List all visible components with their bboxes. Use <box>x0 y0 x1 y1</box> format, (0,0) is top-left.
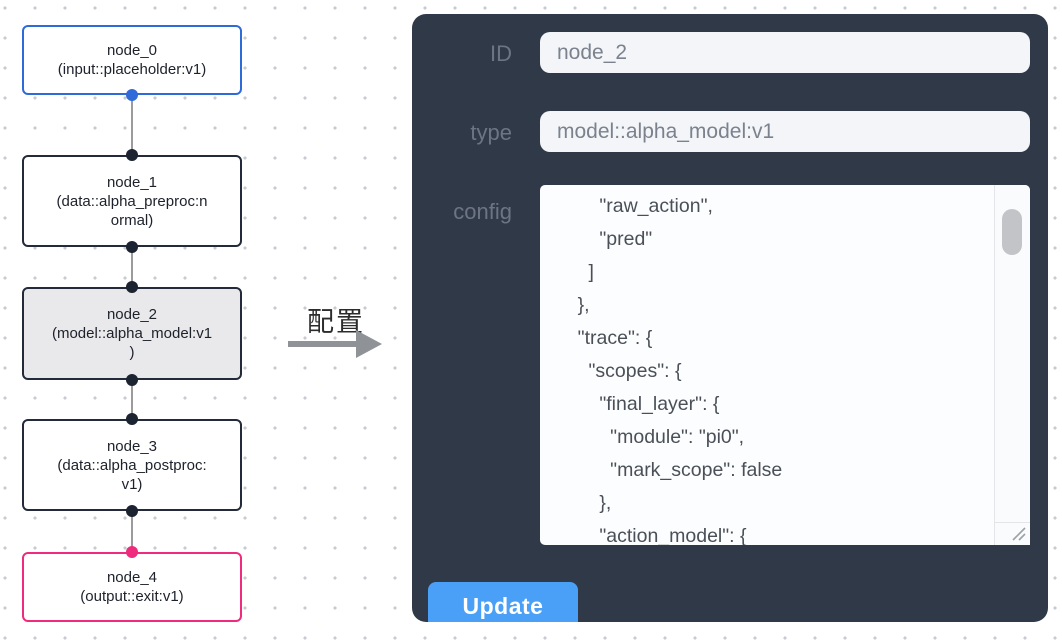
edge-node3-node4 <box>131 511 133 552</box>
id-field-label: ID <box>490 41 512 66</box>
node-node_1[interactable]: node_1 (data::alpha_preproc:n ormal) <box>22 155 242 247</box>
node-node_3[interactable]: node_3 (data::alpha_postproc: v1) <box>22 419 242 511</box>
edge-node0-node1 <box>131 95 133 155</box>
config-scrollbar-corner <box>994 522 1030 545</box>
node_1-input-port[interactable] <box>126 149 138 161</box>
config-scrollbar-thumb[interactable] <box>1002 209 1022 255</box>
type-input[interactable] <box>540 111 1030 152</box>
config-editor[interactable]: "raw_action", "pred" ] }, "trace": { "sc… <box>540 185 1030 545</box>
node-node_4[interactable]: node_4 (output::exit:v1) <box>22 552 242 622</box>
node_1-output-port[interactable] <box>126 241 138 253</box>
node_3-output-port[interactable] <box>126 505 138 517</box>
config-scrollbar-track[interactable] <box>994 185 1030 522</box>
node-node_0[interactable]: node_0 (input::placeholder:v1) <box>22 25 242 95</box>
node_4-input-port[interactable] <box>126 546 138 558</box>
edge-node1-node2 <box>131 247 133 287</box>
update-button[interactable]: Update <box>428 582 578 622</box>
node_3-input-port[interactable] <box>126 413 138 425</box>
config-field-label: config <box>453 199 512 224</box>
arrow-right-head-icon <box>356 330 382 358</box>
node-node_2-selected[interactable]: node_2 (model::alpha_model:v1 ) <box>22 287 242 380</box>
node_2-input-port[interactable] <box>126 281 138 293</box>
id-input[interactable] <box>540 32 1030 73</box>
arrow-right-icon <box>288 341 358 347</box>
config-editor-container: "raw_action", "pred" ] }, "trace": { "sc… <box>540 185 1030 545</box>
config-panel: ID type config "raw_action", "pred" ] },… <box>412 14 1048 622</box>
node_2-output-port[interactable] <box>126 374 138 386</box>
type-field-label: type <box>470 120 512 145</box>
node_0-output-port[interactable] <box>126 89 138 101</box>
config-arrow-label: 配置 <box>307 307 365 337</box>
edge-node2-node3 <box>131 380 133 419</box>
resize-handle-icon[interactable] <box>1011 526 1027 542</box>
